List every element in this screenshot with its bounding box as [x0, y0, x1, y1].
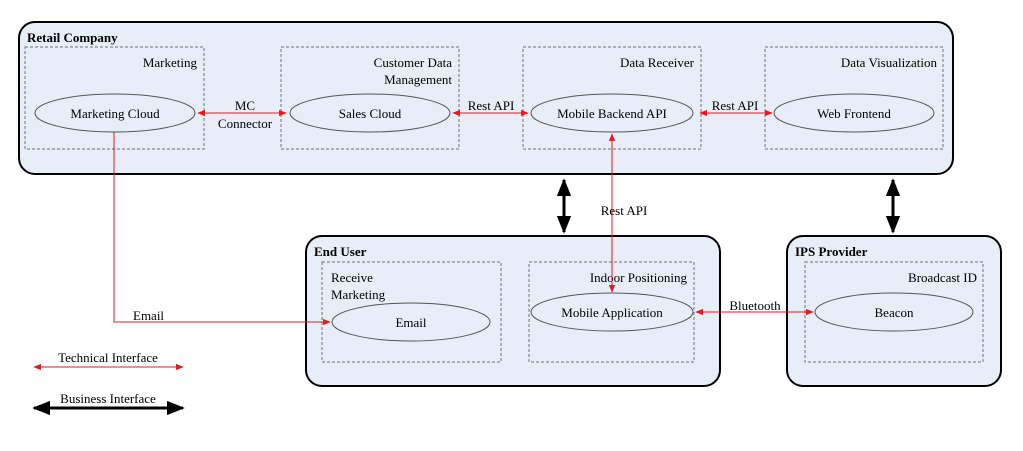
data-visualization-subgroup-title: Data Visualization	[841, 55, 938, 70]
email-link-label: Email	[133, 308, 164, 323]
web-frontend-node[interactable]	[773, 93, 935, 133]
email-node-label: Email	[395, 315, 426, 330]
mobile-backend-api-node[interactable]	[530, 93, 694, 133]
mobile-application-node[interactable]	[530, 292, 694, 332]
rest-api-label-backend-frontend: Rest API	[712, 98, 759, 113]
mobile-application-label: Mobile Application	[561, 305, 663, 320]
retail-company-title: Retail Company	[27, 30, 118, 45]
receive-marketing-subgroup	[321, 261, 502, 363]
customer-data-management-title-line1: Customer Data	[374, 55, 453, 70]
rest-api-label-sales-backend: Rest API	[468, 98, 515, 113]
web-frontend-label: Web Frontend	[817, 106, 891, 121]
marketing-cloud-label: Marketing Cloud	[70, 106, 160, 121]
data-receiver-subgroup-title: Data Receiver	[620, 55, 695, 70]
retail-company-group	[18, 21, 954, 175]
sales-cloud-label: Sales Cloud	[339, 106, 402, 121]
customer-data-management-title-line2: Management	[384, 72, 452, 87]
beacon-node[interactable]	[814, 292, 974, 332]
broadcast-id-subgroup-title: Broadcast ID	[908, 270, 977, 285]
marketing-subgroup-title: Marketing	[143, 55, 198, 70]
tech-link-marketing-email	[113, 130, 331, 326]
mc-connector-label-line1: MC	[235, 98, 255, 113]
receive-marketing-title-line2: Marketing	[331, 287, 386, 302]
email-node[interactable]	[331, 302, 491, 342]
end-user-title: End User	[314, 244, 367, 259]
rest-api-label-vertical: Rest API	[601, 203, 648, 218]
beacon-label: Beacon	[875, 305, 914, 320]
mc-connector-label-line2: Connector	[218, 116, 273, 131]
legend-technical-label: Technical Interface	[58, 350, 158, 365]
legend-business-label: Business Interface	[60, 391, 156, 406]
ips-provider-title: IPS Provider	[795, 244, 868, 259]
bluetooth-label: Bluetooth	[729, 298, 781, 313]
sales-cloud-node[interactable]	[289, 93, 451, 133]
mobile-backend-api-label: Mobile Backend API	[557, 106, 667, 121]
receive-marketing-title-line1: Receive	[331, 270, 373, 285]
indoor-positioning-subgroup-title: Indoor Positioning	[590, 270, 688, 285]
marketing-cloud-node[interactable]	[34, 93, 196, 133]
